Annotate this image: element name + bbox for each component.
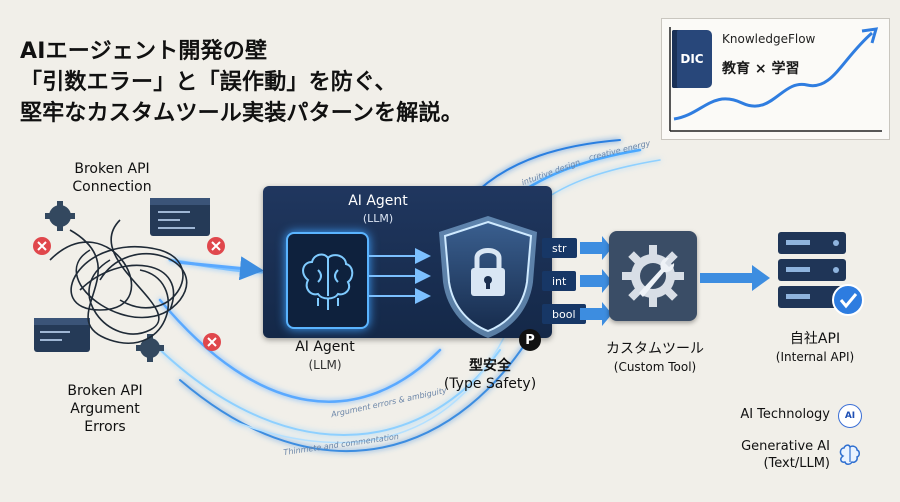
headline-line-2: 「引数エラー」と「誤作動」を防ぐ、: [20, 70, 397, 95]
broken-arguments-line-2: Argument: [70, 401, 140, 417]
ai-agent-bottom-title: AI Agent: [295, 339, 355, 355]
headline-line-3: 堅牢なカスタムツール実装パターンを解説。: [20, 101, 463, 126]
gear-icon: [45, 201, 75, 231]
ai-agent-panel-title: AI Agent (LLM): [263, 192, 493, 228]
broken-arguments-line-1: Broken API: [67, 383, 143, 399]
headline: AIエージェント開発の壁 「引数エラー」と「誤作動」を防ぐ、 堅牢なカスタムツー…: [20, 36, 580, 129]
gear-icon: [136, 334, 164, 362]
tool-to-api-arrow: [700, 265, 770, 291]
custom-tool-label: カスタムツール (Custom Tool): [590, 340, 720, 376]
type-safety-label: 型安全 (Type Safety): [430, 357, 550, 393]
legend-generative-ai-line-1: Generative AI: [741, 439, 830, 454]
custom-tool-icon: [609, 231, 697, 321]
tangled-wires-illustration: [33, 198, 225, 362]
legend-generative-ai-line-2: (Text/LLM): [763, 456, 830, 471]
terminal-window-icon: [34, 318, 90, 352]
legend-ai-technology-text: AI Technology: [740, 407, 830, 422]
ai-agent-title: AI Agent: [348, 193, 408, 209]
ai-agent-bottom-subtitle: (LLM): [308, 358, 342, 372]
broken-connection-label: Broken API Connection: [52, 160, 172, 196]
check-circle-icon: [832, 284, 864, 316]
server-icon: [778, 232, 864, 316]
type-pill-int: int: [542, 271, 577, 291]
ai-chip-icon: AI: [838, 404, 862, 428]
type-safety-title: 型安全: [469, 358, 511, 374]
data-arrows: [369, 248, 431, 304]
type-pill-bool: bool: [542, 304, 586, 324]
type-safety-subtitle: (Type Safety): [443, 376, 537, 392]
gear-wrench-icon: [622, 245, 684, 307]
growth-chart-icon: [669, 27, 882, 132]
book-icon: DIC: [672, 30, 712, 88]
python-badge-letter: P: [525, 332, 535, 348]
legend-generative-ai: Generative AI (Text/LLM): [700, 438, 830, 472]
legend-ai-technology: AI Technology: [700, 407, 830, 422]
error-x-icon: [207, 237, 225, 255]
brain-icon: [839, 444, 860, 465]
type-pill-str: str: [542, 238, 577, 258]
error-x-icon: [33, 237, 51, 255]
internal-api-subtitle: (Internal API): [775, 350, 855, 364]
internal-api-title: 自社API: [789, 331, 841, 347]
ai-agent-subtitle: (LLM): [362, 212, 394, 225]
brand-name: KnowledgeFlow: [722, 32, 816, 46]
brain-icon: [302, 253, 354, 310]
broken-connection-line-1: Broken API: [74, 161, 150, 177]
internal-api-label: 自社API (Internal API): [760, 330, 870, 366]
custom-tool-title: カスタムツール: [606, 341, 704, 357]
broken-arguments-line-3: Errors: [84, 419, 126, 435]
custom-tool-subtitle: (Custom Tool): [613, 360, 697, 374]
terminal-window-icon: [150, 198, 210, 236]
brand-subtitle: 教育 × 学習: [722, 61, 800, 77]
broken-arguments-label: Broken API Argument Errors: [40, 382, 170, 436]
broken-connection-line-2: Connection: [72, 179, 152, 195]
type-arrows: [580, 236, 612, 326]
brain-chip: [286, 232, 369, 329]
ai-agent-bottom-label: AI Agent (LLM): [270, 338, 380, 374]
shield-lock-icon: [439, 216, 537, 338]
headline-line-1: AIエージェント開発の壁: [20, 39, 268, 64]
ai-chip-text: AI: [844, 411, 856, 421]
error-x-icon: [203, 333, 221, 351]
python-badge-icon: P: [519, 329, 541, 351]
